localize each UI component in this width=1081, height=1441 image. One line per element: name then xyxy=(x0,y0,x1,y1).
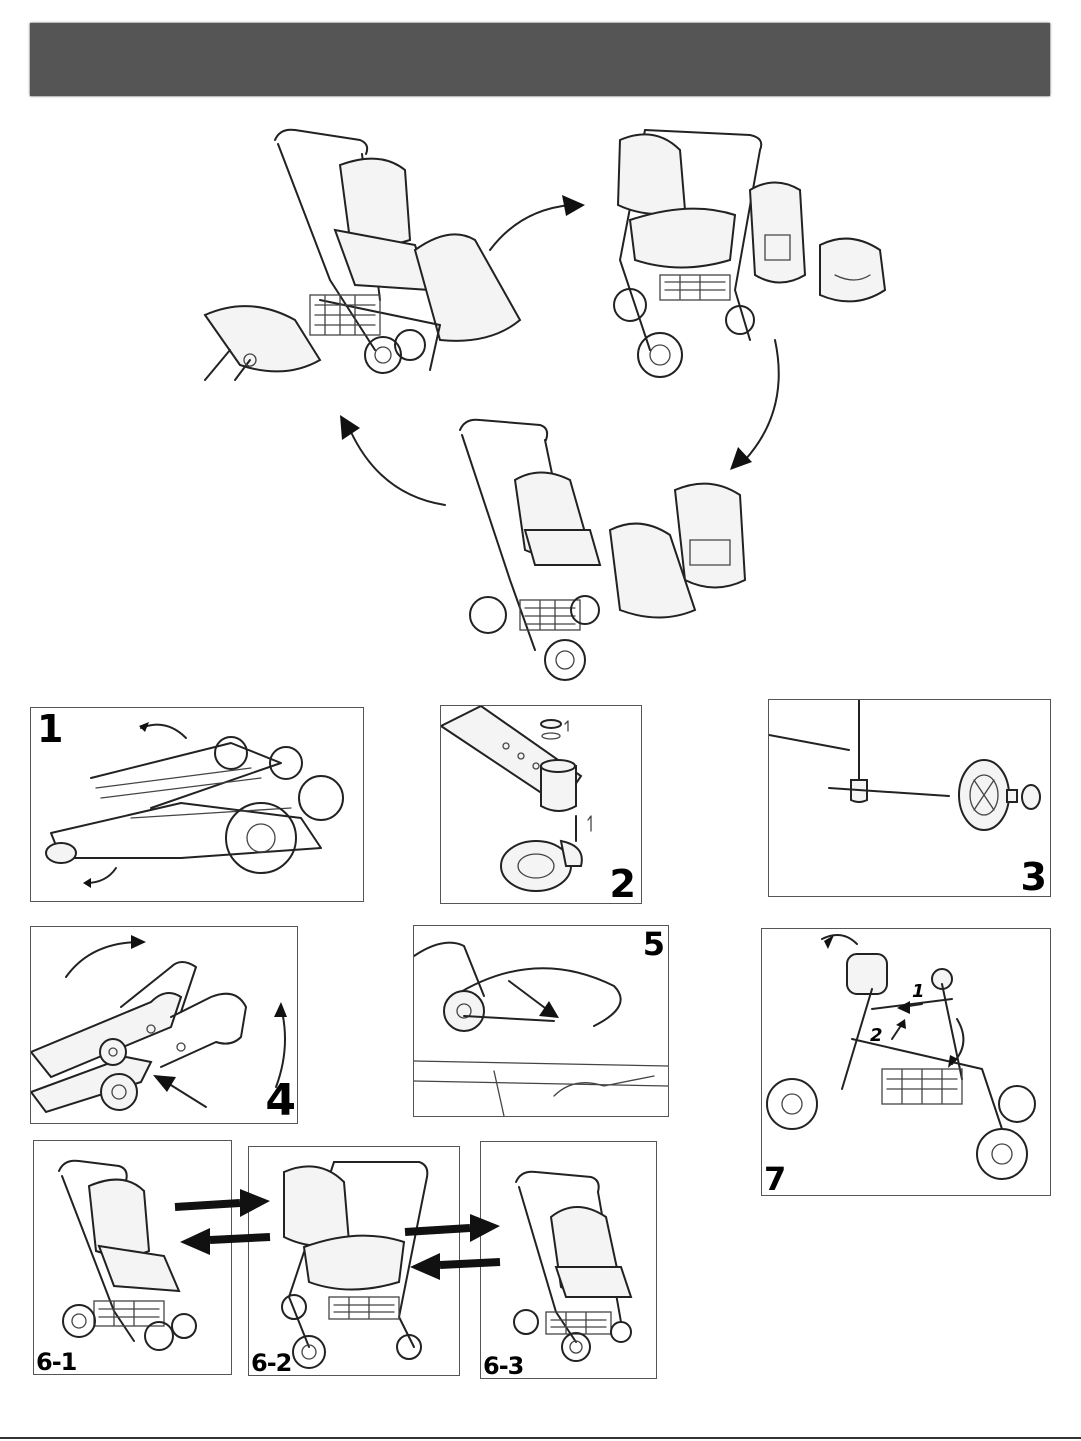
step-label: 2 xyxy=(610,865,635,903)
step-label: 6-2 xyxy=(251,1351,291,1375)
stroller-with-carrycot xyxy=(614,130,885,377)
bottom-rule xyxy=(0,1437,1081,1439)
step-label: 5 xyxy=(643,928,664,960)
stroller-conversion-cycle-illustration xyxy=(190,110,930,695)
step-label: 1 xyxy=(37,710,62,748)
step-label: 6-1 xyxy=(36,1350,76,1374)
canopy-release-icon xyxy=(414,926,668,1116)
handle-adjust-icon xyxy=(31,927,297,1123)
curved-arrow-icon xyxy=(350,430,445,505)
step-label: 4 xyxy=(265,1079,295,1123)
transition-arrows-6-2-6-3 xyxy=(400,1210,510,1285)
rear-wheel-attach-icon xyxy=(769,700,1050,896)
step-label: 3 xyxy=(1021,858,1046,896)
step-7-panel: 1 2 7 xyxy=(761,928,1051,1196)
stroller-with-seat xyxy=(205,130,520,380)
step-label: 7 xyxy=(764,1163,785,1195)
step-2-panel: 2 xyxy=(440,705,642,904)
curved-arrow-icon xyxy=(490,205,570,250)
step-label: 6-3 xyxy=(483,1354,523,1378)
header-bar xyxy=(30,23,1050,96)
stroller-with-car-seat xyxy=(460,420,745,680)
stroller-fold-icon: 1 2 xyxy=(762,929,1050,1195)
curved-arrow-icon xyxy=(745,340,779,460)
step-5-panel: 5 xyxy=(413,925,669,1117)
step-1-panel: 1 xyxy=(30,707,364,902)
step-3-panel: 3 xyxy=(768,699,1051,897)
step-4-panel: 4 xyxy=(30,926,298,1124)
transition-arrows-6-1-6-2 xyxy=(170,1185,280,1260)
stroller-conversion-cycle xyxy=(190,110,930,695)
folded-stroller-icon xyxy=(31,708,363,901)
callout-1: 1 xyxy=(912,981,925,1002)
callout-2: 2 xyxy=(870,1025,883,1046)
